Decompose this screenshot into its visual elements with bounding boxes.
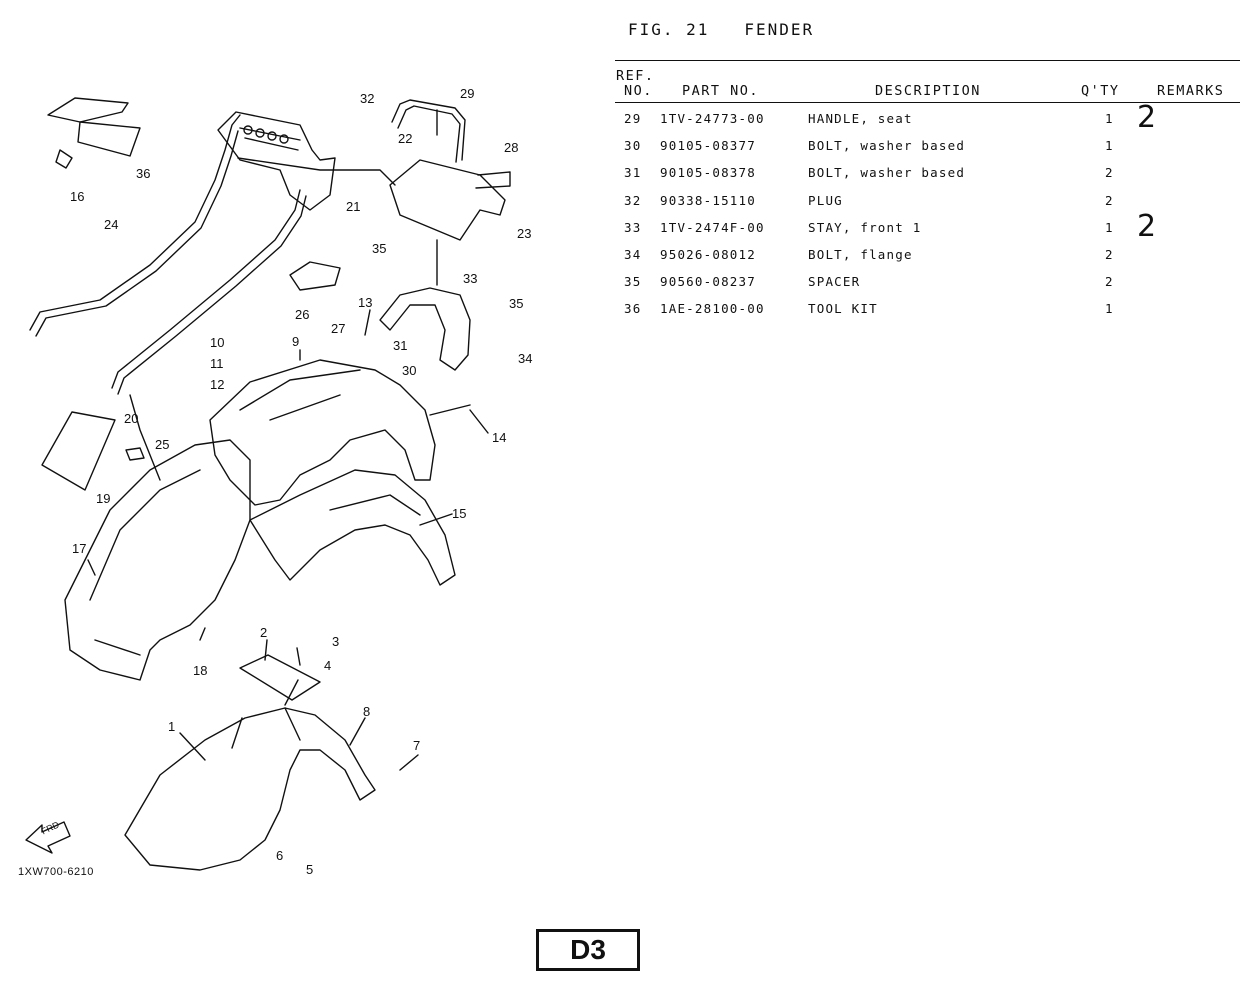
callout-28: 28 [504,140,519,155]
part-no: 90105-08377 [660,138,756,154]
callout-12: 12 [210,377,225,392]
ref-no: 29 [624,111,642,126]
part-no: 1TV-24773-00 [660,111,765,126]
callout-4: 4 [324,658,332,673]
header-qty: Q'TY [1081,83,1120,99]
quantity: 1 [1105,138,1114,154]
quantity: 2 [1105,274,1114,290]
header-ref-bottom: NO. [624,83,653,99]
callout-24: 24 [104,217,119,232]
header-bottom-rule [615,102,1240,103]
ref-no: 33 [624,219,642,235]
header-ref-top: REF. [616,68,655,84]
callout-20: 20 [124,411,139,426]
quantity: 2 [1105,246,1114,262]
fender-exploded-drawing [25,97,511,871]
part-no: 90338-15110 [660,192,756,208]
quantity: 1 [1105,219,1114,235]
callout-32: 32 [360,91,375,106]
ref-no: 32 [624,192,642,208]
callout-36: 36 [136,166,151,181]
callout-15: 15 [452,506,467,521]
callout-13: 13 [358,295,373,310]
ref-no: 35 [624,274,642,290]
callout-25: 25 [155,437,170,452]
callout-14: 14 [492,430,507,445]
callout-8: 8 [363,704,371,719]
callout-27: 27 [331,321,346,336]
table-row: 31 90105-08378 BOLT, washer based 2 [615,162,1240,189]
callout-2: 2 [260,625,268,640]
callout-29: 29 [460,86,475,101]
quantity: 2 [1105,165,1114,181]
table-row: 35 90560-08237 SPACER 2 [615,271,1240,298]
callout-21: 21 [346,199,361,214]
callout-1: 1 [168,719,176,734]
parts-table: 29 1TV-24773-00 HANDLE, seat 1 2 30 9010… [615,100,1240,326]
part-no: 90560-08237 [660,274,756,290]
description: HANDLE, seat [808,111,913,126]
ref-no: 31 [624,165,642,181]
drawing-code: 1XW700-6210 [18,866,94,878]
page-label: D3 [536,929,640,971]
exploded-parts-diagram: 1 2 3 4 5 6 7 8 9 10 11 12 13 14 15 16 1… [0,0,600,983]
description: BOLT, washer based [808,138,966,154]
callout-19: 19 [96,491,111,506]
callout-7: 7 [413,738,421,753]
table-row: 36 1AE-28100-00 TOOL KIT 1 [615,298,1240,325]
handwritten-remark: 2 [1137,208,1157,244]
callout-26: 26 [295,307,310,322]
callout-11: 11 [210,356,224,371]
table-row: 32 90338-15110 PLUG 2 [615,190,1240,217]
callout-18: 18 [193,663,208,678]
description: TOOL KIT [808,301,878,317]
header-top-rule [615,60,1240,61]
description: BOLT, flange [808,246,913,262]
callout-17: 17 [72,541,87,556]
ref-no: 30 [624,138,642,154]
header-part-no: PART NO. [682,83,760,99]
callout-9: 9 [292,334,300,349]
part-no: 1AE-28100-00 [660,301,765,317]
callout-35-right: 35 [509,296,524,311]
part-no: 95026-08012 [660,246,756,262]
header-remarks: REMARKS [1157,83,1225,99]
callout-6: 6 [276,848,284,863]
part-no: 90105-08378 [660,165,756,181]
header-description: DESCRIPTION [875,83,981,99]
callout-23: 23 [517,226,532,241]
figure-title: FIG. 21 FENDER [628,20,815,39]
quantity: 1 [1105,111,1114,126]
callout-5: 5 [306,862,314,877]
description: PLUG [808,192,843,208]
quantity: 1 [1105,301,1114,317]
callout-22: 22 [398,131,413,146]
callout-35-upper: 35 [372,241,387,256]
callout-33: 33 [463,271,478,286]
table-row: 33 1TV-2474F-00 STAY, front 1 1 2 [615,209,1240,244]
description: STAY, front 1 [808,219,922,235]
table-row: 30 90105-08377 BOLT, washer based 1 [615,135,1240,162]
callout-30: 30 [402,363,417,378]
callout-16: 16 [70,189,85,204]
description: SPACER [808,274,861,290]
handwritten-remark: 2 [1137,100,1157,135]
description: BOLT, washer based [808,165,966,181]
callout-31: 31 [393,338,408,353]
table-row: 34 95026-08012 BOLT, flange 2 [615,244,1240,271]
table-row: 29 1TV-24773-00 HANDLE, seat 1 2 [615,100,1240,135]
callout-3: 3 [332,634,340,649]
callout-34: 34 [518,351,533,366]
part-no: 1TV-2474F-00 [660,219,765,235]
callout-10: 10 [210,335,225,350]
ref-no: 34 [624,246,642,262]
quantity: 2 [1105,192,1114,208]
ref-no: 36 [624,301,642,317]
